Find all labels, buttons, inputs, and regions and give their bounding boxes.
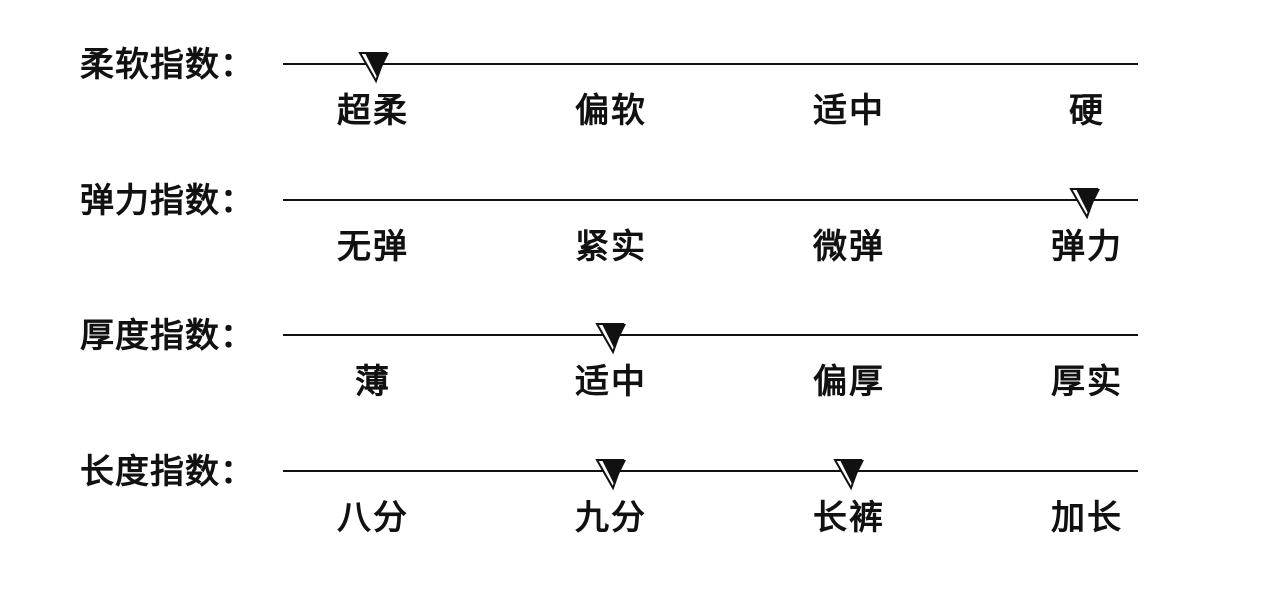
elasticity-label: 弹力指数： [80, 181, 255, 221]
thickness-scale: 厚度指数： 薄 适中 偏厚 厚实 [0, 316, 1280, 444]
length-option-3[interactable]: 长裤 [813, 498, 885, 538]
thickness-label: 厚度指数： [80, 316, 255, 356]
softness-marker-icon [356, 51, 392, 85]
elasticity-scale: 弹力指数： 无弹 紧实 微弹 弹力 [0, 181, 1280, 309]
thickness-marker-icon [593, 322, 629, 356]
thickness-option-4[interactable]: 厚实 [1051, 362, 1123, 402]
length-marker-icon [831, 458, 867, 492]
softness-label: 柔软指数： [80, 45, 255, 85]
elasticity-option-2[interactable]: 紧实 [575, 227, 647, 267]
length-label: 长度指数： [80, 452, 255, 492]
softness-option-3[interactable]: 适中 [813, 91, 885, 131]
softness-option-4[interactable]: 硬 [1069, 91, 1105, 131]
elasticity-option-4[interactable]: 弹力 [1051, 227, 1123, 267]
thickness-scale-line [283, 334, 1138, 336]
elasticity-option-1[interactable]: 无弹 [337, 227, 409, 267]
softness-scale-line [283, 63, 1138, 65]
softness-option-2[interactable]: 偏软 [575, 91, 647, 131]
softness-option-1[interactable]: 超柔 [337, 91, 409, 131]
softness-scale: 柔软指数： 超柔 偏软 适中 硬 [0, 45, 1280, 173]
elasticity-option-3[interactable]: 微弹 [813, 227, 885, 267]
length-option-1[interactable]: 八分 [337, 498, 409, 538]
length-option-2[interactable]: 九分 [575, 498, 647, 538]
length-option-4[interactable]: 加长 [1051, 498, 1123, 538]
length-scale: 长度指数： 八分 九分 长裤 加长 [0, 452, 1280, 580]
thickness-option-1[interactable]: 薄 [355, 362, 391, 402]
elasticity-marker-icon [1067, 187, 1103, 221]
thickness-option-2[interactable]: 适中 [575, 362, 647, 402]
length-marker-icon [593, 458, 629, 492]
thickness-option-3[interactable]: 偏厚 [813, 362, 885, 402]
length-scale-line [283, 470, 1138, 472]
elasticity-scale-line [283, 199, 1138, 201]
